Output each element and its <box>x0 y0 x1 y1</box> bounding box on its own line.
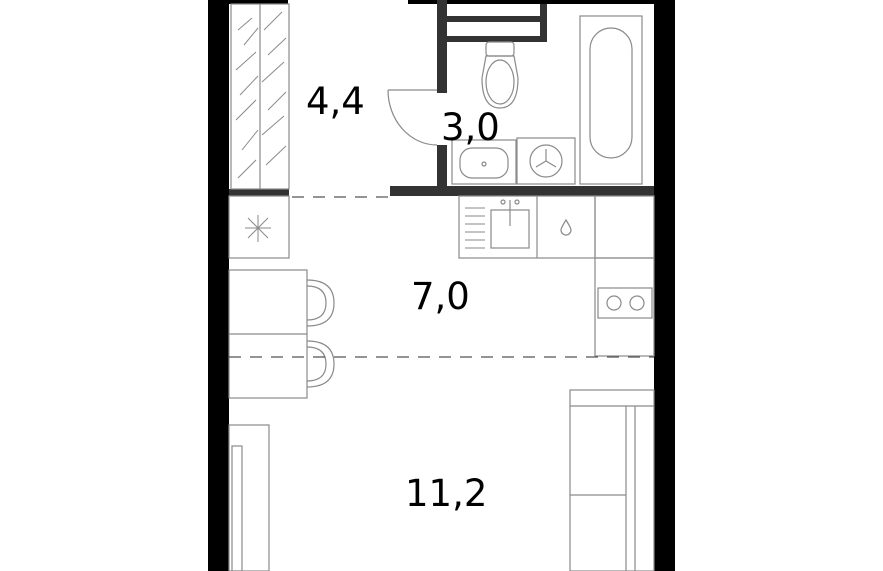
right-wall <box>654 0 675 571</box>
niche-wall-top <box>447 16 547 22</box>
chair-upper <box>306 279 335 327</box>
top-wall-right <box>408 0 675 4</box>
chair-lower <box>306 340 335 388</box>
bath-wall-left-upper <box>437 0 447 93</box>
water-drop-icon <box>560 218 572 236</box>
kitchen-counter <box>458 195 655 259</box>
area-labels: 4,4 3,0 7,0 11,2 <box>306 80 500 515</box>
bath-wall-left-lower <box>437 145 447 196</box>
wardrobe-hangers <box>235 11 287 179</box>
niche-wall-side <box>540 4 547 42</box>
wardrobe <box>230 3 290 190</box>
top-wall-left <box>208 0 288 4</box>
dresser <box>228 424 270 571</box>
left-wall <box>208 0 229 571</box>
hall-wall-bottom <box>229 189 289 196</box>
bathroom-door <box>387 89 438 146</box>
toilet <box>481 41 519 109</box>
sofa <box>569 389 655 571</box>
kitchen-area-label: 7,0 <box>411 275 470 318</box>
exterior-walls <box>208 0 675 571</box>
dining-table <box>228 269 335 399</box>
niche-wall-mid <box>447 36 547 42</box>
hall-area-label: 4,4 <box>306 80 365 123</box>
bath-wall-bottom <box>390 186 654 196</box>
bathtub <box>579 15 643 185</box>
zone-dividers <box>229 196 654 358</box>
washing-machine <box>516 137 576 185</box>
stove <box>594 257 655 357</box>
washbasin <box>451 139 517 185</box>
living-area-label: 11,2 <box>405 472 487 515</box>
ventilation-icon <box>245 215 271 242</box>
bathroom-area-label: 3,0 <box>441 106 500 149</box>
ventilation-shaft <box>228 195 290 259</box>
bathroom-partitions <box>229 0 654 196</box>
